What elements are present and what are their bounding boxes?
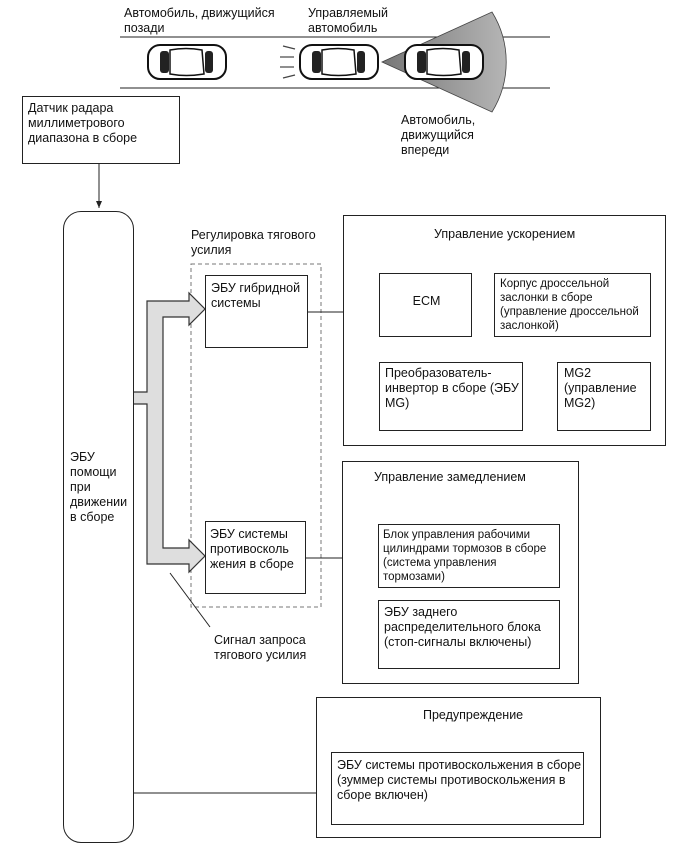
hybrid-ecu-label: ЭБУ гибридной системы bbox=[211, 281, 301, 310]
inverter-box: Преобразователь-инвертор в сборе (ЭБУ MG… bbox=[379, 362, 523, 431]
brake-actuator-box: Блок управления рабочими цилиндрами торм… bbox=[378, 524, 560, 588]
traction-group-frame bbox=[190, 263, 322, 608]
mg2-box: MG2 (управление MG2) bbox=[557, 362, 651, 431]
rear-car-icon bbox=[147, 44, 227, 80]
hybrid-ecu-box: ЭБУ гибридной системы bbox=[205, 275, 308, 348]
own-car-label: Управляемый автомобиль bbox=[308, 6, 388, 35]
front-car-label: Автомобиль, движущийся впереди bbox=[401, 113, 476, 157]
anticollision-ecu-box: ЭБУ системы противосколь жения в сборе bbox=[205, 521, 306, 594]
ecm-label: ECM bbox=[412, 294, 441, 308]
anticollision-ecu-label: ЭБУ системы противосколь жения в сборе bbox=[210, 527, 294, 571]
light-dashes-icon bbox=[280, 45, 296, 79]
rear-ecu-box: ЭБУ заднего распределительного блока (ст… bbox=[378, 600, 560, 669]
throttle-box: Корпус дроссельной заслонки в сборе (упр… bbox=[494, 273, 651, 337]
traction-group-title: Регулировка тягового усилия bbox=[191, 228, 316, 257]
buzzer-ecu-box: ЭБУ системы противоскольжения в сборе (з… bbox=[331, 752, 584, 825]
throttle-label: Корпус дроссельной заслонки в сборе (упр… bbox=[500, 278, 639, 332]
own-car-icon bbox=[299, 44, 379, 80]
ecm-box: ECM bbox=[379, 273, 472, 337]
front-car-icon bbox=[404, 44, 484, 80]
rear-car-label: Автомобиль, движущийся позади bbox=[124, 6, 275, 35]
request-signal-leader bbox=[169, 572, 211, 628]
warning-title: Предупреждение bbox=[423, 708, 524, 722]
driving-assist-ecu-label: ЭБУ помощи при движении в сборе bbox=[70, 450, 128, 524]
inverter-label: Преобразователь-инвертор в сборе (ЭБУ MG… bbox=[385, 366, 519, 410]
rear-ecu-label: ЭБУ заднего распределительного блока (ст… bbox=[384, 605, 541, 649]
brake-actuator-label: Блок управления рабочими цилиндрами торм… bbox=[383, 529, 547, 583]
buzzer-ecu-label: ЭБУ системы противоскольжения в сборе (з… bbox=[337, 758, 582, 802]
deceleration-title: Управление замедлением bbox=[374, 470, 526, 484]
traction-request-arrow-icon bbox=[132, 291, 206, 574]
request-signal-label: Сигнал запроса тягового усилия bbox=[214, 633, 307, 662]
mg2-label: MG2 (управление MG2) bbox=[564, 366, 637, 410]
driving-assist-ecu-box: ЭБУ помощи при движении в сборе bbox=[63, 211, 134, 843]
acceleration-title: Управление ускорением bbox=[434, 227, 576, 241]
radar-sensor-box: Датчик радара миллиметрового диапазона в… bbox=[22, 96, 180, 164]
radar-sensor-label: Датчик радара миллиметрового диапазона в… bbox=[28, 101, 138, 145]
